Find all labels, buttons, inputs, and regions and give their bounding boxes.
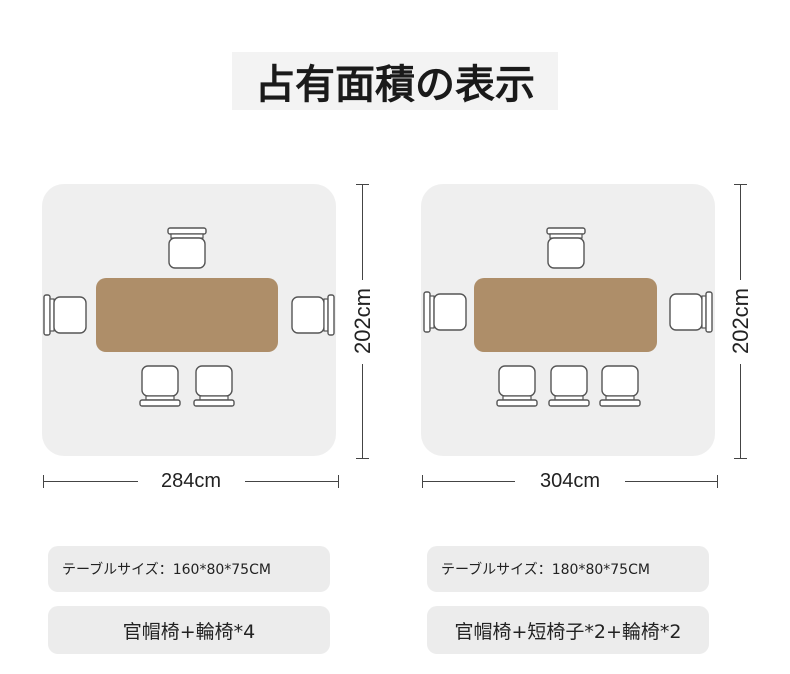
floor-area-a: [42, 184, 336, 456]
width-dimension-a: 284cm: [43, 470, 339, 494]
depth-label-a: 202cm: [350, 287, 375, 355]
page-title: 占有面積の表示: [232, 52, 558, 110]
depth-label-b: 202cm: [728, 287, 753, 355]
width-label-b: 304cm: [539, 470, 601, 492]
width-label-a: 284cm: [160, 470, 222, 492]
depth-dimension-a: 202cm: [343, 184, 383, 459]
depth-dimension-b: 202cm: [721, 184, 761, 459]
table-top-a: [96, 278, 278, 352]
table-size-label-a: テーブルサイズ：160*80*75CM: [48, 546, 330, 592]
table-size-label-b: テーブルサイズ：180*80*75CM: [427, 546, 709, 592]
table-top-b: [474, 278, 657, 352]
chair-set-label-a: 官帽椅+輪椅*4: [48, 606, 330, 654]
width-dimension-b: 304cm: [422, 470, 718, 494]
chair-set-label-b: 官帽椅+短椅子*2+輪椅*2: [427, 606, 709, 654]
floor-area-b: [421, 184, 715, 456]
